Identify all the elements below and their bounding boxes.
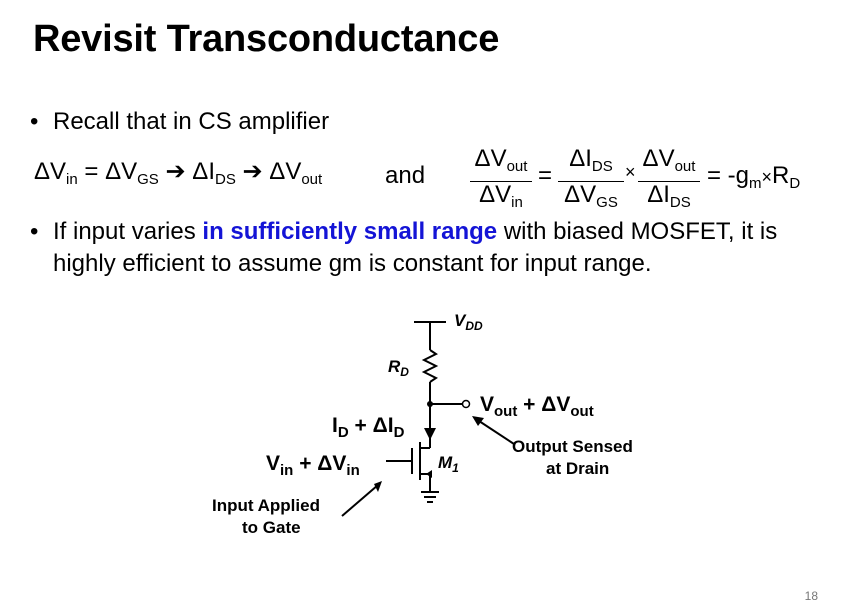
bullet-text: Recall that in CS amplifier bbox=[53, 108, 330, 135]
fraction-vout-vin: ΔVout ΔVin bbox=[470, 146, 532, 216]
input-note-line2: to Gate bbox=[242, 518, 301, 537]
m1-label: M1 bbox=[438, 453, 459, 475]
equation-and: and bbox=[385, 162, 426, 189]
output-note-line2: at Drain bbox=[546, 459, 609, 478]
rd-label: RD bbox=[388, 357, 409, 379]
highlight-text: in sufficiently small range bbox=[202, 218, 498, 245]
fraction-vout-ids: ΔVout ΔIDS bbox=[638, 146, 700, 216]
bullet-recall: • Recall that in CS amplifier bbox=[30, 106, 329, 138]
bullet-small-range: • If input varies in sufficiently small … bbox=[30, 216, 830, 280]
implies-arrow: ➔ bbox=[242, 158, 263, 185]
input-note-line1: Input Applied bbox=[212, 496, 320, 515]
bullet-marker: • bbox=[30, 218, 39, 245]
slide-title: Revisit Transconductance bbox=[33, 18, 500, 60]
fraction-ids-vgs: ΔIDS ΔVGS bbox=[558, 146, 624, 216]
vdd-label: VDD bbox=[454, 311, 483, 333]
implies-arrow: ➔ bbox=[165, 158, 186, 185]
vout-label: Vout + ΔVout bbox=[480, 393, 594, 420]
id-label: ID + ΔID bbox=[332, 414, 405, 441]
page-number: 18 bbox=[804, 589, 818, 603]
output-note-line1: Output Sensed bbox=[512, 437, 633, 456]
equation-chain: ΔVin = ΔVGS ➔ ΔIDS ➔ ΔVout bbox=[34, 158, 323, 188]
bullet-text: If input varies in sufficiently small ra… bbox=[53, 218, 778, 277]
bullet-marker: • bbox=[30, 108, 39, 135]
equation-result: = -gm×RD bbox=[707, 162, 801, 192]
vin-label: Vin + ΔVin bbox=[266, 452, 360, 479]
